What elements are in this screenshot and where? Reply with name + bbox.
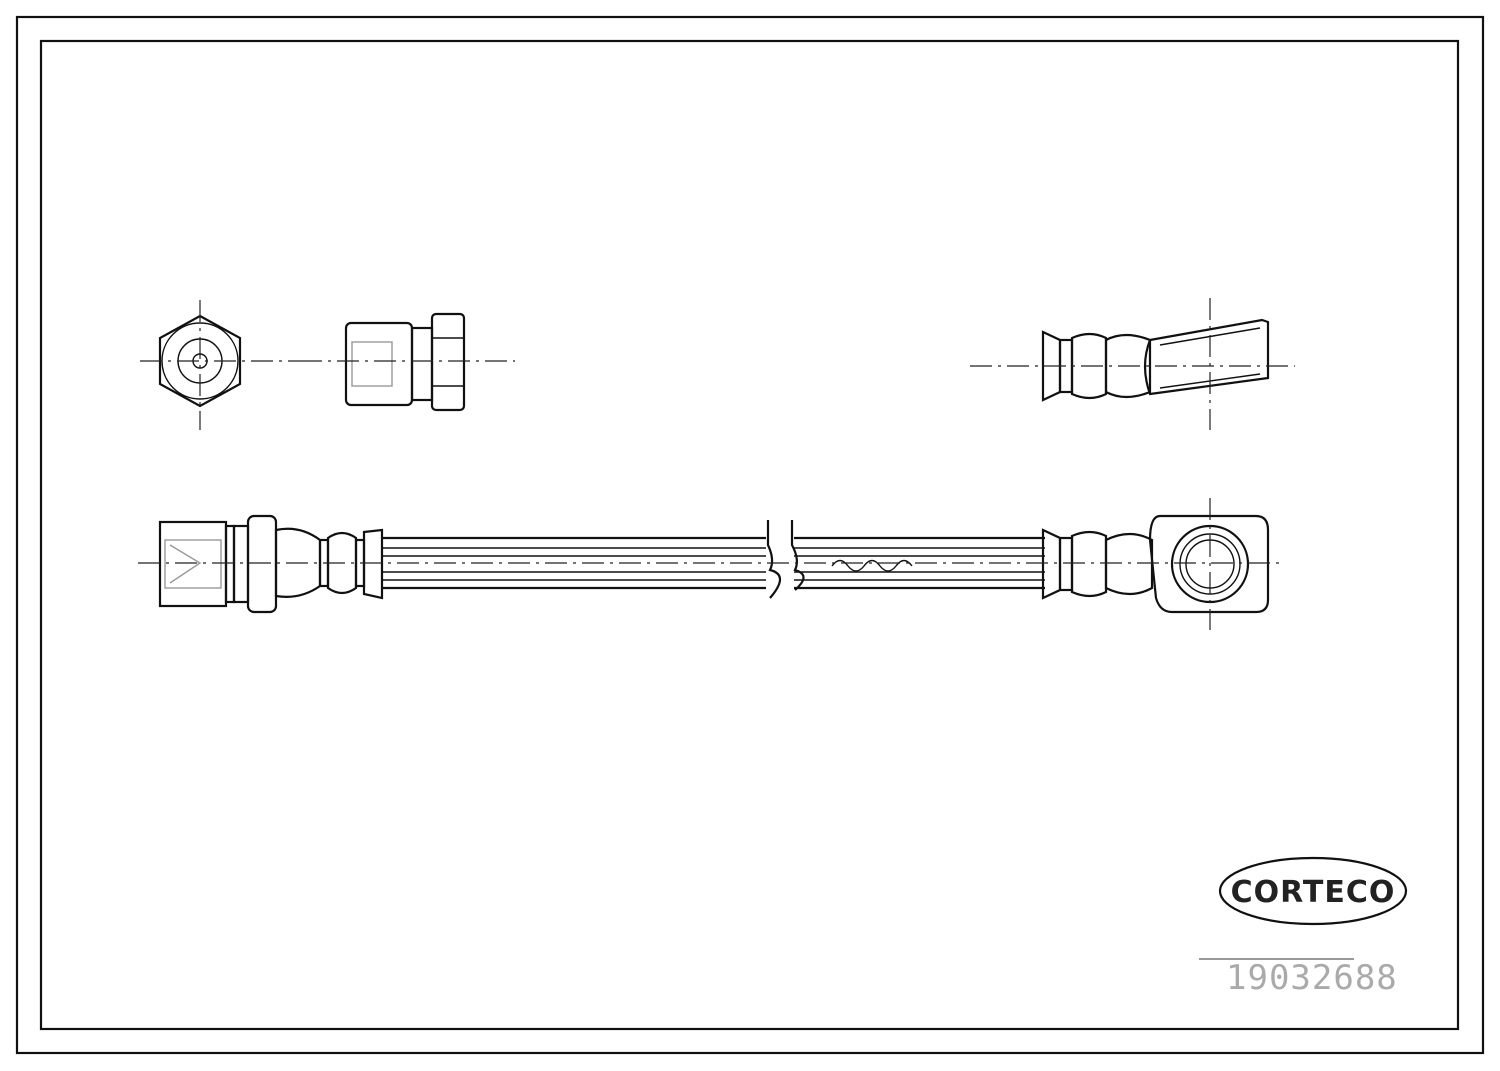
corteco-logo: CORTECO [1218, 856, 1408, 926]
angled-fitting-top-view [970, 298, 1295, 430]
hex-nut-end-view [140, 300, 300, 430]
brake-hose-assembly [138, 498, 1285, 630]
part-number: 19032688 [1226, 958, 1398, 998]
outer-frame [15, 15, 1485, 1055]
inner-frame [39, 39, 1460, 1031]
logo-text: CORTECO [1231, 875, 1396, 910]
fitting-side-view [300, 312, 515, 412]
